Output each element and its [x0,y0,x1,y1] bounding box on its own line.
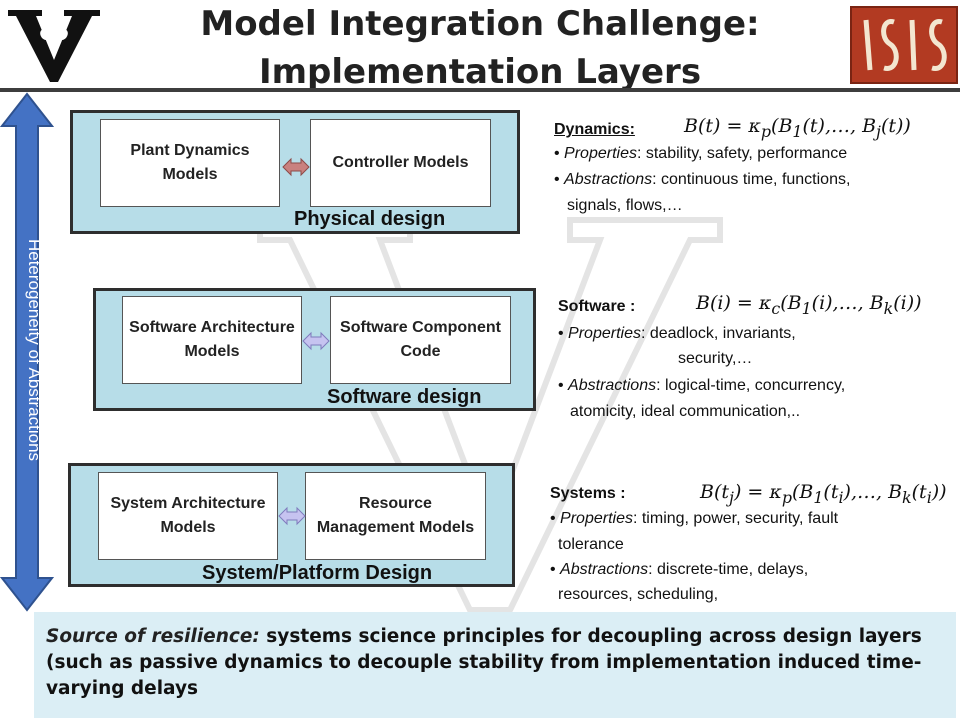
software-design-label: Software design [327,386,482,408]
systems-abstractions: • Abstractions: discrete-time, delays, [550,561,809,578]
dynamics-abstractions: • Abstractions: continuous time, functio… [554,171,851,188]
software-component-code-box: Software Component Code [330,296,511,384]
dynamics-formula: B(t) = κp(B1(t),…, Bj(t)) [684,115,911,141]
heterogeneity-double-arrow [0,92,54,612]
resilience-heading: Source of resilience: [46,626,260,647]
systems-heading: Systems : [550,485,626,502]
systems-properties: • Properties: timing, power, security, f… [550,510,839,527]
purple-double-arrow-icon [278,506,306,526]
title-line-1: Model Integration Challenge: [200,4,760,44]
software-properties-cont: security,… [678,350,753,367]
system-platform-design-label: System/Platform Design [202,562,433,584]
systems-abstractions-cont: resources, scheduling, [558,586,719,603]
resource-management-models-box: Resource Management Models [305,472,486,560]
heterogeneity-label: Heterogeneity of Abstractions [25,238,44,462]
vanderbilt-v-logo [6,4,102,84]
plant-dynamics-models-box: Plant Dynamics Models [100,119,280,207]
software-abstractions-cont: atomicity, ideal communication,.. [570,403,801,420]
dynamics-abstractions-cont: signals, flows,… [567,197,683,214]
software-properties: • Properties: deadlock, invariants, [558,325,796,342]
isis-logo [850,6,958,84]
physical-design-label: Physical design [294,208,446,230]
dynamics-heading: Dynamics: [554,121,635,138]
systems-formula: B(tj) = κp(B1(ti),…, Bk(ti)) [700,481,947,507]
system-architecture-models-box: System Architecture Models [98,472,278,560]
red-double-arrow-icon [282,157,310,177]
header-divider [0,88,960,92]
resilience-text: systems science principles for decouplin… [46,626,922,699]
purple-double-arrow-icon [302,331,330,351]
software-architecture-models-box: Software Architecture Models [122,296,302,384]
title-line-2: Implementation Layers [258,52,702,92]
controller-models-box: Controller Models [310,119,491,207]
software-abstractions: • Abstractions: logical-time, concurrenc… [558,377,846,394]
resilience-banner: Source of resilience: systems science pr… [34,612,956,718]
software-formula: B(i) = κc(B1(i),…, Bk(i)) [696,292,922,318]
watermark-v-logo [257,217,723,613]
software-heading: Software : [558,298,636,315]
dynamics-properties: • Properties: stability, safety, perform… [554,145,848,162]
page-title: Model Integration Challenge: Implementat… [150,0,810,96]
systems-properties-cont: tolerance [558,536,624,553]
